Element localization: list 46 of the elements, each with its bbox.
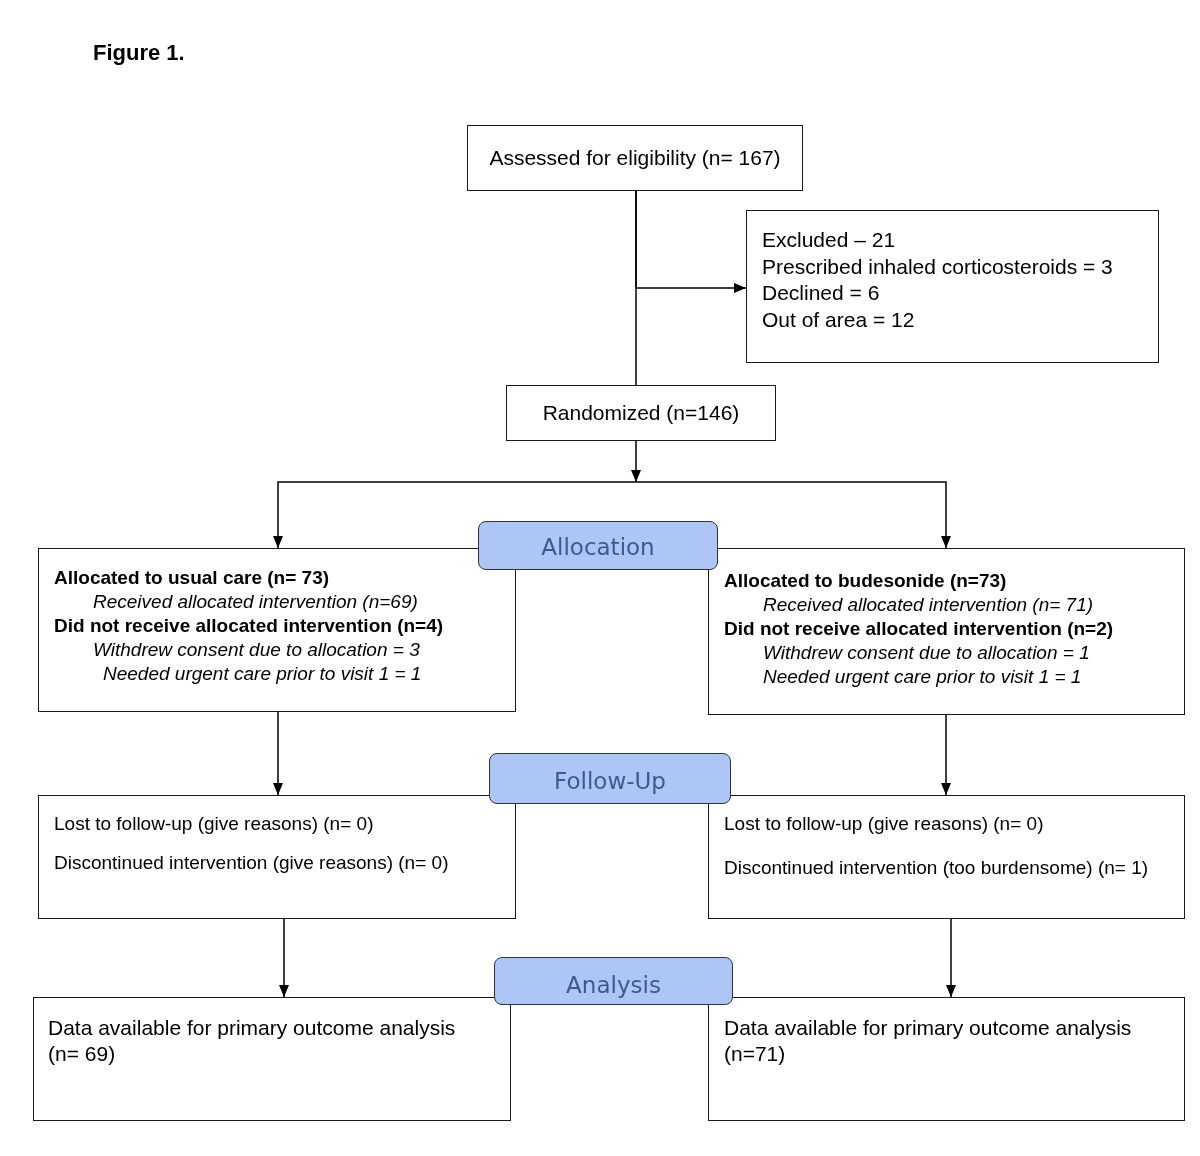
- process-box: [708, 548, 1185, 715]
- detail-text: Received allocated intervention (n=69): [93, 590, 418, 614]
- arrow: [631, 440, 641, 483]
- stage-title: Allocation: [541, 533, 655, 560]
- process-box: [708, 997, 1185, 1121]
- process-box: [746, 210, 1159, 363]
- stage-banner: [494, 957, 733, 1005]
- box-text: Data available for primary outcome analysis (n=71): [724, 1015, 1133, 1067]
- box-text: Lost to follow-up (give reasons) (n= 0): [724, 812, 1044, 836]
- process-box: [467, 125, 803, 191]
- box-text: Lost to follow-up (give reasons) (n= 0): [54, 812, 374, 836]
- stage-banner: [478, 521, 718, 570]
- box-text: Prescribed inhaled corticosteroids = 3: [762, 253, 1113, 280]
- heading-text: Did not receive allocated intervention (n=2): [724, 617, 1114, 641]
- stage-title: Follow-Up: [554, 767, 666, 794]
- box-text: Randomized (n=146): [542, 401, 740, 425]
- process-box: [38, 795, 516, 919]
- arrow: [635, 190, 747, 293]
- arrow: [273, 481, 637, 549]
- figure-title: Figure 1.: [93, 40, 185, 66]
- box-text: Declined = 6: [762, 280, 880, 307]
- process-box: [38, 548, 516, 712]
- box-text: Discontinued intervention (too burdensome) (n= 1): [724, 856, 1149, 880]
- box-text: Data available for primary outcome analysis (n= 69): [48, 1015, 457, 1067]
- stage-title: Analysis: [566, 972, 661, 998]
- arrow: [273, 711, 283, 796]
- box-text: Assessed for eligibility (n= 167): [489, 146, 781, 170]
- arrow: [946, 918, 956, 998]
- box-text: Discontinued intervention (give reasons) (n= 0): [54, 851, 449, 875]
- stage-banner: [489, 753, 731, 804]
- detail-text: Needed urgent care prior to visit 1 = 1: [763, 665, 1082, 689]
- process-box: [506, 385, 776, 441]
- arrow: [635, 481, 951, 549]
- detail-text: Received allocated intervention (n= 71): [763, 593, 1094, 617]
- detail-text: Needed urgent care prior to visit 1 = 1: [103, 662, 422, 686]
- arrow: [941, 714, 951, 796]
- process-box: [33, 997, 511, 1121]
- heading-text: Allocated to budesonide (n=73): [724, 569, 1007, 593]
- heading-text: Allocated to usual care (n= 73): [54, 566, 330, 590]
- detail-text: Withdrew consent due to allocation = 3: [93, 638, 420, 662]
- arrow: [279, 918, 289, 998]
- process-box: [708, 795, 1185, 919]
- heading-text: Did not receive allocated intervention (n=4): [54, 614, 444, 638]
- detail-text: Withdrew consent due to allocation = 1: [763, 641, 1090, 665]
- box-text: Excluded – 21: [762, 227, 896, 253]
- box-text: Out of area = 12: [762, 307, 915, 334]
